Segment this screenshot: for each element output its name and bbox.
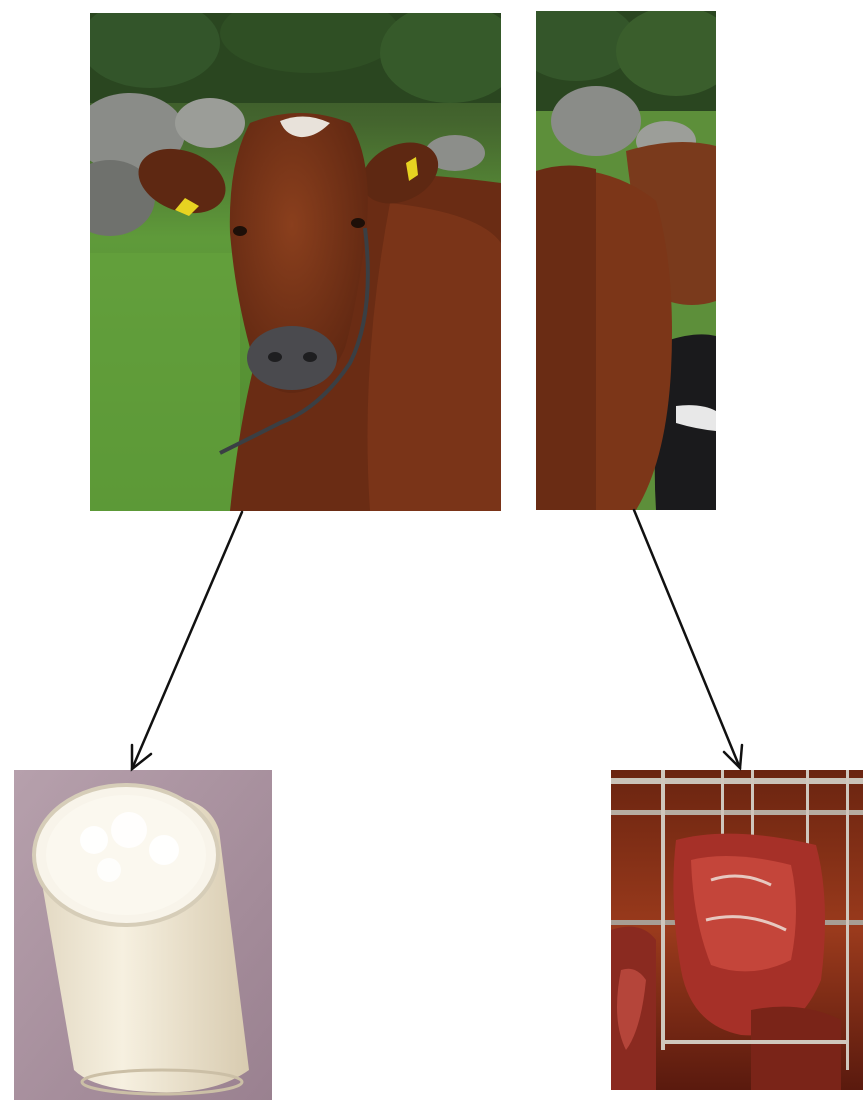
hanging-meat-photo xyxy=(611,770,863,1090)
cow-head-photo xyxy=(90,13,501,511)
arrow-cow-to-milk xyxy=(132,512,242,769)
cow-body-photo xyxy=(536,11,716,510)
glass-of-milk-photo xyxy=(14,770,272,1100)
arrow-cow-to-meat xyxy=(634,510,742,768)
